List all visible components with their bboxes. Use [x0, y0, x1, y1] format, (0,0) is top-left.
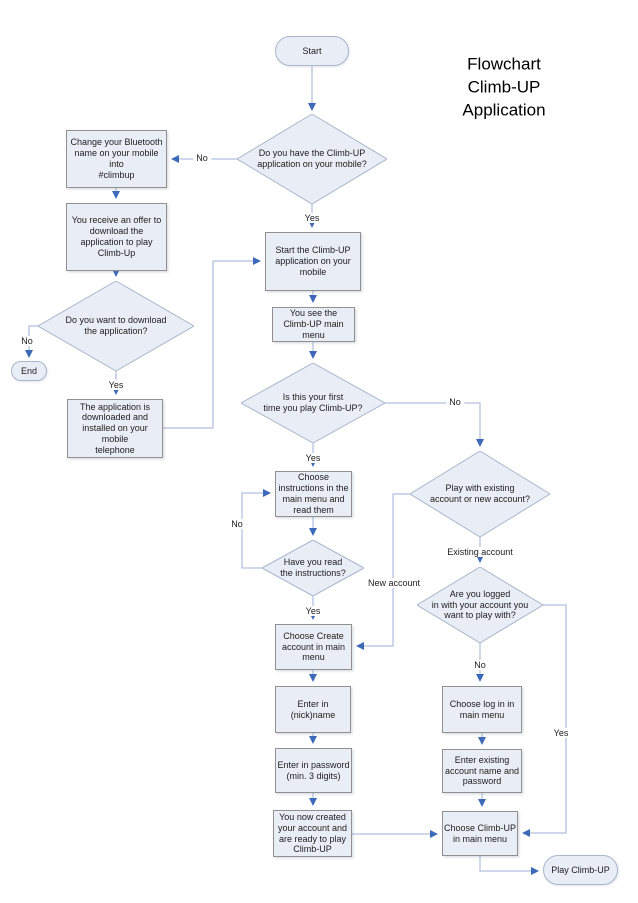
edge-new-account [356, 493, 410, 650]
edge-want-download-no [25, 325, 38, 358]
diamond-shape [262, 540, 364, 596]
node-first-time-decision: Is this your first time you play Climb-U… [241, 363, 385, 443]
node-play-climbup: Play Climb-UP [543, 855, 618, 885]
edge-label-no-want-download: No [18, 336, 36, 346]
node-start-app-label: Start the Climb-UP application on your m… [275, 245, 351, 277]
node-choose-instructions: Choose instructions in the main menu and… [275, 471, 352, 517]
node-play-climbup-label: Play Climb-UP [551, 864, 610, 875]
edge-label-no-logged-in: No [471, 660, 489, 670]
node-read-instructions-decision: Have you read the instructions? [262, 540, 364, 596]
diagram-title: Flowchart Climb-UP Application [462, 54, 546, 120]
node-receive-offer: You receive an offer to download the app… [66, 203, 167, 271]
diamond-shape [237, 114, 387, 204]
node-choose-instructions-label: Choose instructions in the main menu and… [278, 472, 349, 515]
node-logged-in-decision: Are you logged in with your account you … [417, 567, 543, 643]
node-existing-or-new-label: Play with existing account or new accoun… [429, 483, 531, 504]
node-choose-login: Choose log in in main menu [442, 686, 522, 733]
edge-label-no-have-app: No [193, 153, 211, 163]
edge-label-yes-read-instructions: Yes [302, 606, 324, 616]
node-enter-nickname: Enter in (nick)name [275, 686, 351, 733]
node-choose-climbup-label: Choose Climb-UP in main menu [443, 822, 517, 844]
edge-installed-to-start-app [163, 257, 261, 429]
edge-choose-climbup-to-play [479, 856, 539, 875]
edge-label-no-read-instructions: No [228, 519, 246, 529]
node-choose-create-account: Choose Create account in main menu [275, 624, 352, 670]
node-end-label: End [20, 365, 37, 376]
node-choose-login-label: Choose log in in main menu [449, 698, 515, 720]
node-enter-password-label: Enter in password (min. 3 digits) [277, 759, 350, 781]
diamond-shape [410, 451, 550, 537]
node-receive-offer-label: You receive an offer to download the app… [71, 215, 162, 258]
node-start: Start [275, 36, 349, 66]
diamond-shape [241, 363, 385, 443]
node-end: End [11, 361, 47, 381]
node-start-label: Start [302, 45, 322, 56]
node-enter-password: Enter in password (min. 3 digits) [275, 748, 352, 793]
node-want-download-label: Do you want to download the application? [65, 315, 167, 336]
node-enter-existing-label: Enter existing account name and password [444, 754, 520, 787]
edge-label-yes-logged-in: Yes [550, 728, 572, 738]
edge-first-time-no [385, 402, 484, 447]
edge-label-yes-have-app: Yes [301, 213, 323, 223]
edge-logged-yes [522, 604, 567, 837]
edge-label-new-account: New account [364, 578, 424, 588]
node-account-created: You now created your account and are rea… [273, 810, 352, 857]
node-read-instructions-label: Have you read the instructions? [280, 557, 346, 578]
node-existing-or-new-decision: Play with existing account or new accoun… [410, 451, 550, 537]
node-choose-create-account-label: Choose Create account in main menu [281, 630, 346, 663]
node-enter-nickname-label: Enter in (nick)name [290, 698, 336, 720]
edge-read-no-loop [241, 489, 271, 569]
node-want-download-decision: Do you want to download the application? [38, 281, 194, 371]
node-change-bluetooth: Change your Bluetooth name on your mobil… [66, 130, 167, 188]
node-account-created-label: You now created your account and are rea… [277, 811, 348, 855]
edge-label-existing-account: Existing account [444, 547, 516, 557]
node-have-app-decision: Do you have the Climb-UP application on … [237, 114, 387, 204]
edge-label-no-first-time: No [446, 397, 464, 407]
diamond-shape [417, 567, 543, 643]
node-app-installed: The application is downloaded and instal… [67, 399, 163, 458]
diamond-shape [38, 281, 194, 371]
node-first-time-label: Is this your first time you play Climb-U… [263, 392, 363, 413]
edge-label-yes-first-time: Yes [302, 453, 324, 463]
node-change-bluetooth-label: Change your Bluetooth name on your mobil… [70, 137, 163, 180]
node-start-app: Start the Climb-UP application on your m… [265, 232, 361, 291]
node-logged-in-label: Are you logged in with your account you … [431, 588, 529, 621]
node-enter-existing: Enter existing account name and password [442, 749, 522, 793]
node-see-main-menu: You see the Climb-UP main menu [272, 307, 355, 342]
node-have-app-label: Do you have the Climb-UP application on … [257, 148, 367, 169]
edge-label-yes-want-download: Yes [105, 380, 127, 390]
node-app-installed-label: The application is downloaded and instal… [79, 401, 151, 455]
node-choose-climbup: Choose Climb-UP in main menu [442, 811, 518, 856]
node-see-main-menu-label: You see the Climb-UP main menu [283, 308, 344, 340]
